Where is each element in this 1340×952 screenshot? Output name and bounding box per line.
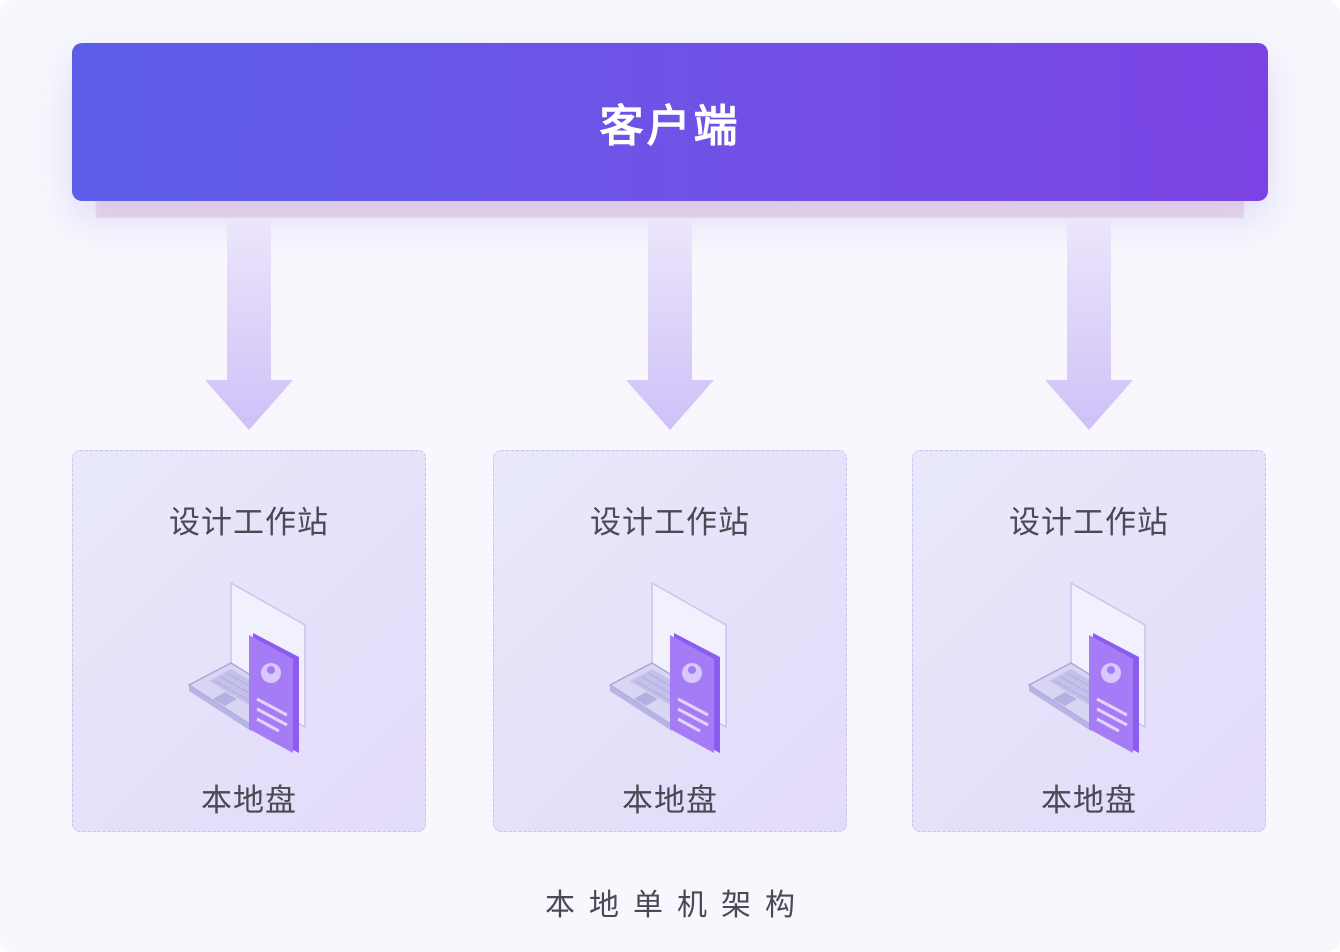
diagram-caption: 本地单机架构 xyxy=(545,888,809,923)
workstation-title: 设计工作站 xyxy=(1009,505,1169,541)
workstation-box: 设计工作站 本地盘 xyxy=(912,450,1266,832)
down-arrow-icon xyxy=(626,218,714,430)
workstation-box: 设计工作站 本地盘 xyxy=(493,450,847,832)
local-disk-label: 本地盘 xyxy=(201,783,297,819)
client-box: 客户端 xyxy=(72,43,1268,201)
laptop-with-id-card-icon xyxy=(187,581,306,753)
down-arrow-icon xyxy=(1045,218,1133,430)
workstation-box: 设计工作站 本地盘 xyxy=(72,450,426,832)
down-arrow-icon xyxy=(205,218,293,430)
client-box-shadow xyxy=(96,196,1244,218)
laptop-with-id-card-icon xyxy=(1027,581,1146,753)
workstation-title: 设计工作站 xyxy=(169,505,329,541)
local-disk-label: 本地盘 xyxy=(1041,783,1137,819)
workstation-title: 设计工作站 xyxy=(590,505,750,541)
local-disk-label: 本地盘 xyxy=(622,783,718,819)
client-label: 客户端 xyxy=(599,101,741,152)
laptop-with-id-card-icon xyxy=(608,581,727,753)
